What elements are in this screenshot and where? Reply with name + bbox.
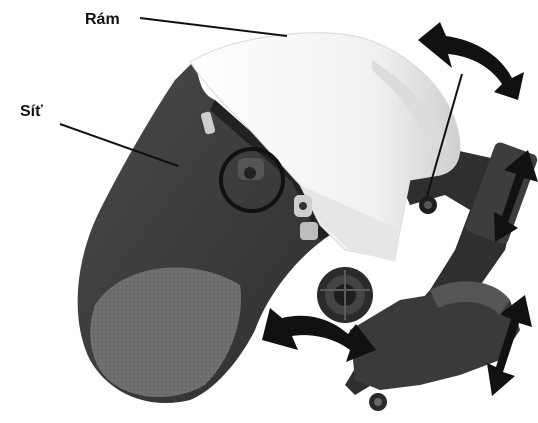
frame-label: Rám xyxy=(85,12,120,28)
mesh-label: Síť xyxy=(20,104,43,120)
frame-leader-line xyxy=(140,18,287,36)
ratchet-knob xyxy=(317,267,373,323)
